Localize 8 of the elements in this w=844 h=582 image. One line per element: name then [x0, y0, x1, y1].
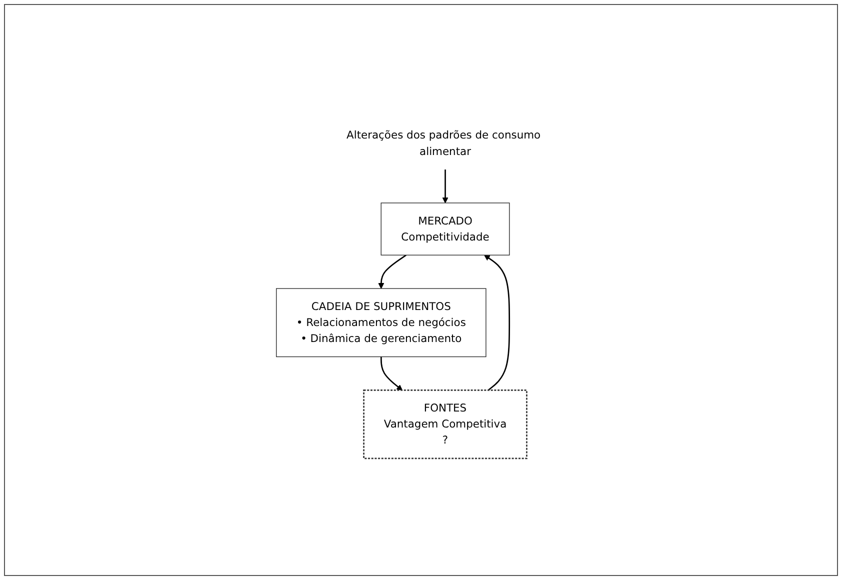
node-box: FONTES Vantagem Competitiva ?	[363, 389, 528, 459]
node-box: MERCADO Competitividade	[380, 202, 510, 256]
arrow	[484, 254, 510, 390]
node-text: Alterações dos padrões de consumo alimentar	[346, 128, 541, 158]
arrow	[378, 254, 407, 288]
arrow	[442, 169, 448, 203]
arrow	[380, 356, 402, 390]
node-box: CADEIA DE SUPRIMENTOS • Relacionamentos de negócios • Dinâmica de gerenciamento	[276, 288, 486, 357]
